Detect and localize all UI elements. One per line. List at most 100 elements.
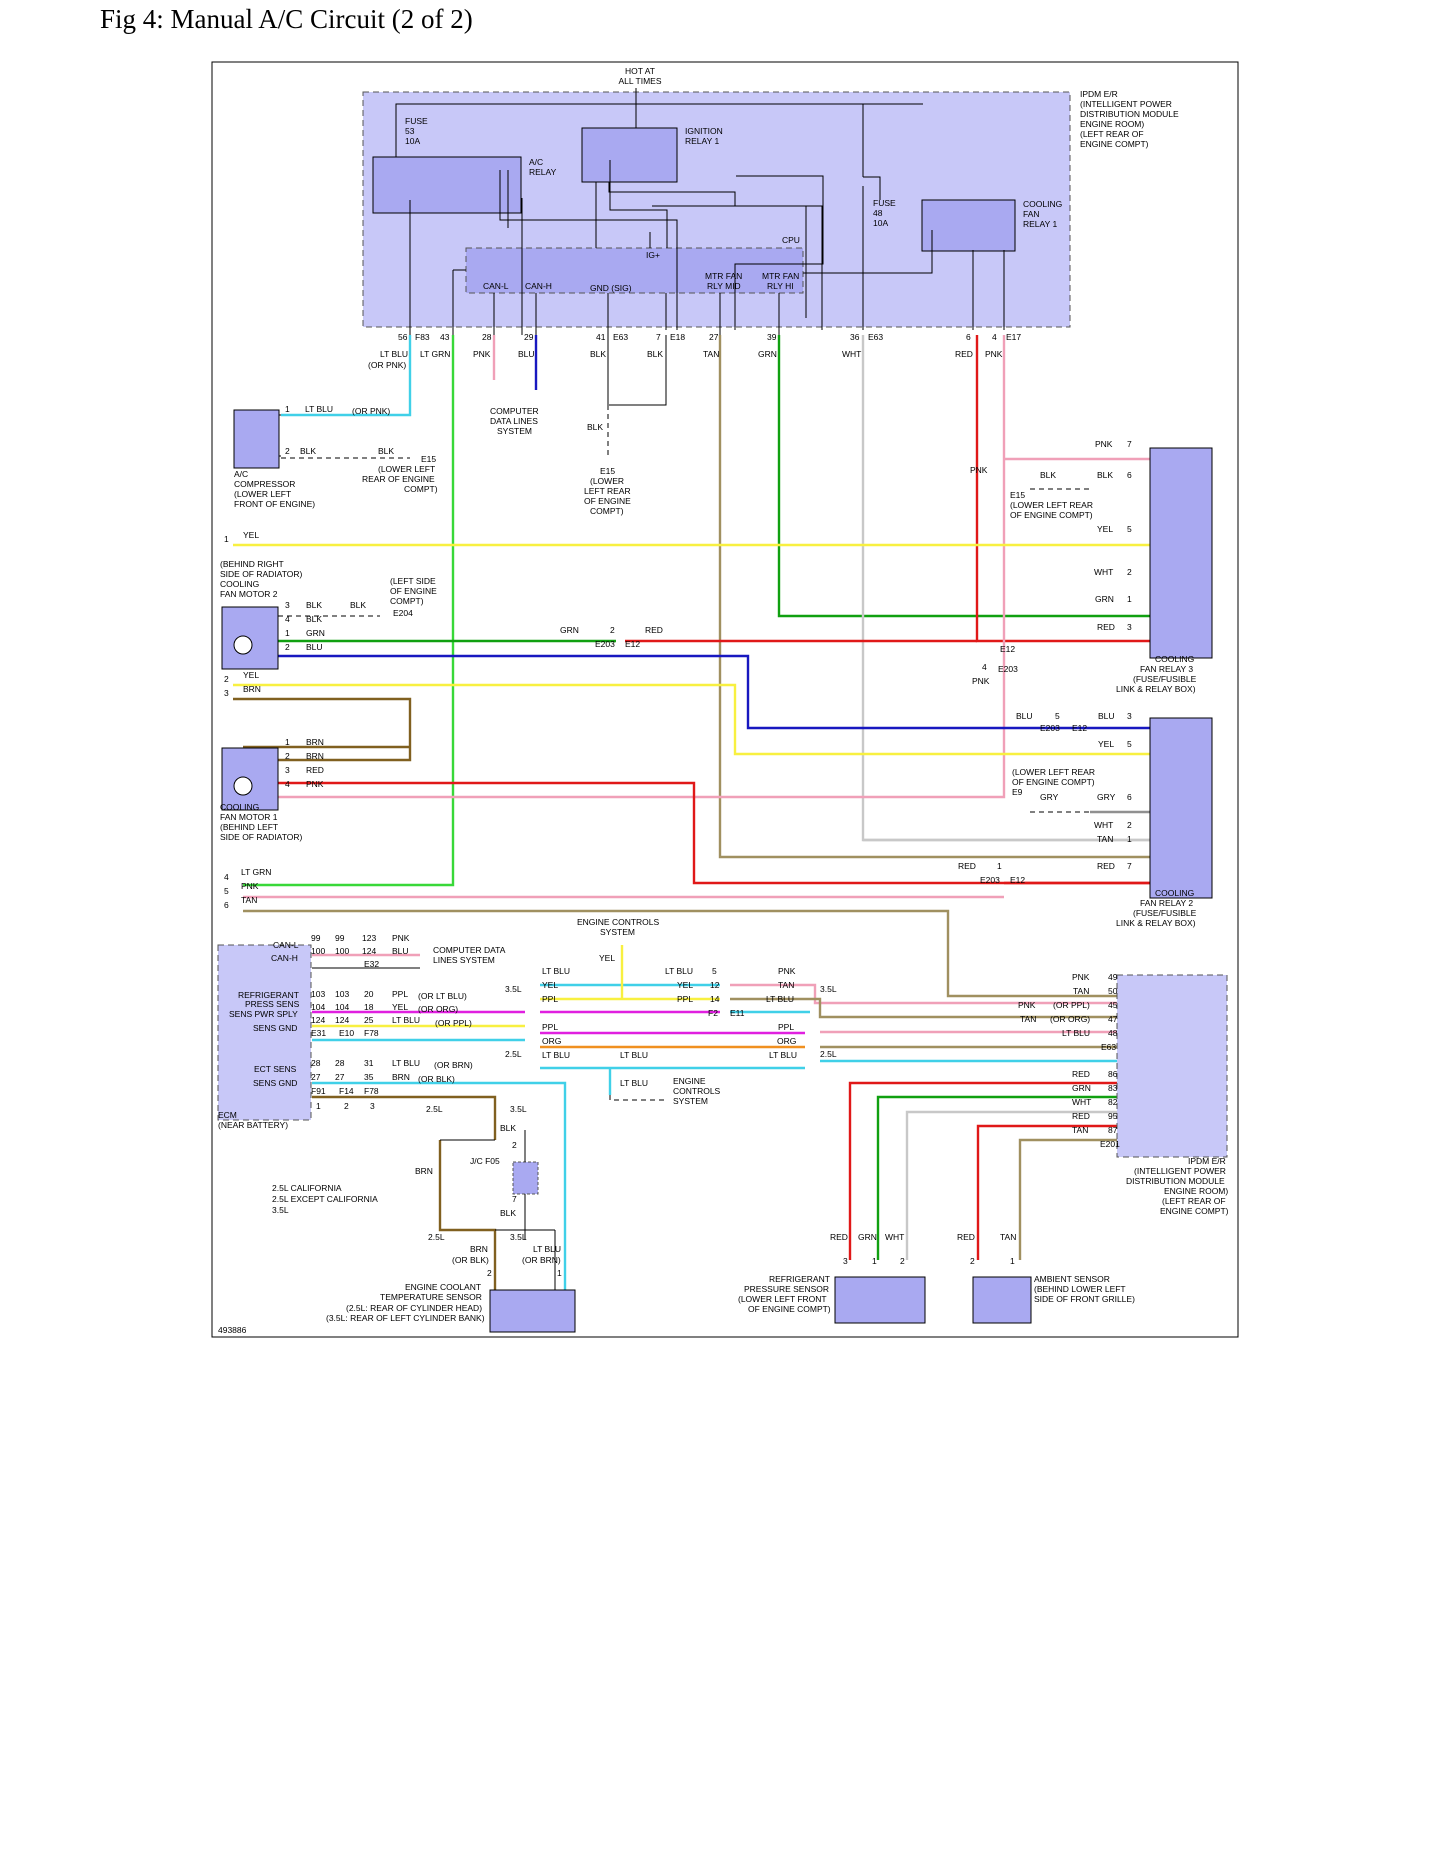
svg-text:RED: RED xyxy=(955,349,973,359)
svg-text:(INTELLIGENT POWER: (INTELLIGENT POWER xyxy=(1080,99,1172,109)
svg-text:E12: E12 xyxy=(1072,723,1087,733)
svg-text:COMPT): COMPT) xyxy=(404,484,438,494)
svg-text:(OR BRN): (OR BRN) xyxy=(522,1255,561,1265)
relay2-labels: BLU 5 E203 E12 BLU 3 YEL 5 (LOWER LEFT R… xyxy=(958,711,1197,928)
wire-ltgrn xyxy=(243,335,455,887)
svg-text:PNK: PNK xyxy=(778,966,796,976)
svg-text:FAN RELAY 3: FAN RELAY 3 xyxy=(1140,664,1193,674)
svg-text:OF ENGINE: OF ENGINE xyxy=(584,496,631,506)
mid-connector-labels: GRN 2 RED E203 E12 xyxy=(560,625,663,649)
svg-text:GRN: GRN xyxy=(1095,594,1114,604)
wire-tan-6 xyxy=(243,909,1117,998)
svg-text:3: 3 xyxy=(224,688,229,698)
svg-text:LT BLU: LT BLU xyxy=(766,994,794,1004)
svg-text:(OR ORG): (OR ORG) xyxy=(418,1004,458,1014)
svg-text:GRN: GRN xyxy=(560,625,579,635)
svg-text:50: 50 xyxy=(1108,986,1118,996)
svg-text:TAN: TAN xyxy=(1020,1014,1036,1024)
jc-f05 xyxy=(512,1161,539,1195)
svg-text:3: 3 xyxy=(370,1101,375,1111)
svg-text:MTR FAN: MTR FAN xyxy=(762,271,799,281)
svg-text:2.5L EXCEPT CALIFORNIA: 2.5L EXCEPT CALIFORNIA xyxy=(272,1194,378,1204)
svg-text:TAN: TAN xyxy=(241,895,257,905)
svg-text:(LOWER LEFT FRONT: (LOWER LEFT FRONT xyxy=(738,1294,827,1304)
svg-text:E15: E15 xyxy=(1010,490,1025,500)
svg-text:ECT SENS: ECT SENS xyxy=(254,1064,297,1074)
svg-text:GRY: GRY xyxy=(1040,792,1059,802)
svg-text:BLK: BLK xyxy=(587,422,603,432)
svg-text:5: 5 xyxy=(712,966,717,976)
svg-text:CONTROLS: CONTROLS xyxy=(673,1086,721,1096)
svg-text:BLK: BLK xyxy=(350,600,366,610)
ecm-module xyxy=(217,944,312,1121)
svg-text:2: 2 xyxy=(1127,567,1132,577)
relay3-labels: PNK 7 PNK BLK BLK 6 E15 (LOWER LEFT REAR… xyxy=(970,439,1197,694)
svg-text:28: 28 xyxy=(311,1058,321,1068)
svg-text:SYSTEM: SYSTEM xyxy=(497,426,532,436)
svg-text:E31: E31 xyxy=(311,1028,326,1038)
svg-text:YEL: YEL xyxy=(1098,739,1114,749)
svg-text:47: 47 xyxy=(1108,1014,1118,1024)
svg-text:BLK: BLK xyxy=(590,349,606,359)
svg-text:48: 48 xyxy=(1108,1028,1118,1038)
svg-text:COMPT): COMPT) xyxy=(390,596,424,606)
svg-text:WHT: WHT xyxy=(1094,567,1113,577)
svg-text:2: 2 xyxy=(970,1256,975,1266)
svg-text:LINK & RELAY BOX): LINK & RELAY BOX) xyxy=(1116,684,1196,694)
svg-text:TAN: TAN xyxy=(1073,986,1089,996)
svg-text:LT BLU: LT BLU xyxy=(1062,1028,1090,1038)
svg-text:CAN-H: CAN-H xyxy=(271,953,298,963)
svg-text:83: 83 xyxy=(1108,1083,1118,1093)
svg-text:(OR PNK): (OR PNK) xyxy=(368,360,406,370)
svg-text:BLK: BLK xyxy=(300,446,316,456)
svg-text:(OR BRN): (OR BRN) xyxy=(434,1060,473,1070)
svg-text:104: 104 xyxy=(311,1002,325,1012)
svg-text:5: 5 xyxy=(1127,524,1132,534)
svg-text:IGNITION: IGNITION xyxy=(685,126,723,136)
ipdm-er-2 xyxy=(1116,974,1228,1158)
svg-text:RLY HI: RLY HI xyxy=(767,281,794,291)
svg-text:53: 53 xyxy=(405,126,415,136)
svg-text:7: 7 xyxy=(512,1194,517,1204)
svg-text:2.5L: 2.5L xyxy=(428,1232,445,1242)
svg-text:REFRIGERANT: REFRIGERANT xyxy=(769,1274,830,1284)
svg-text:82: 82 xyxy=(1108,1097,1118,1107)
ignition-relay-box xyxy=(581,127,678,183)
splice-labels: ENGINE CONTROLS SYSTEM YEL LT BLU YEL PP… xyxy=(505,917,837,1106)
svg-text:(FUSE/FUSIBLE: (FUSE/FUSIBLE xyxy=(1133,674,1197,684)
svg-text:AMBIENT SENSOR: AMBIENT SENSOR xyxy=(1034,1274,1110,1284)
svg-text:TEMPERATURE SENSOR: TEMPERATURE SENSOR xyxy=(380,1292,482,1302)
svg-text:E12: E12 xyxy=(1010,875,1025,885)
svg-text:RELAY: RELAY xyxy=(529,167,557,177)
svg-text:CPU: CPU xyxy=(782,235,800,245)
svg-text:45: 45 xyxy=(1108,1000,1118,1010)
svg-text:DISTRIBUTION MODULE: DISTRIBUTION MODULE xyxy=(1080,109,1179,119)
svg-text:99: 99 xyxy=(335,933,345,943)
svg-text:27: 27 xyxy=(335,1072,345,1082)
svg-text:ENGINE ROOM): ENGINE ROOM) xyxy=(1080,119,1144,129)
svg-text:43: 43 xyxy=(440,332,450,342)
svg-text:SIDE OF FRONT GRILLE): SIDE OF FRONT GRILLE) xyxy=(1034,1294,1135,1304)
svg-text:BLK: BLK xyxy=(1040,470,1056,480)
svg-text:CAN-L: CAN-L xyxy=(273,940,299,950)
svg-text:3: 3 xyxy=(1127,622,1132,632)
svg-text:PNK: PNK xyxy=(1072,972,1090,982)
wire-yel-2 xyxy=(233,683,1150,756)
svg-text:1: 1 xyxy=(1127,834,1132,844)
svg-text:LINK & RELAY BOX): LINK & RELAY BOX) xyxy=(1116,918,1196,928)
svg-text:LT BLU: LT BLU xyxy=(380,349,408,359)
svg-text:(INTELLIGENT POWER: (INTELLIGENT POWER xyxy=(1134,1166,1226,1176)
e15-mid-labels: BLK E15 (LOWER LEFT REAR OF ENGINE COMPT… xyxy=(584,422,631,516)
svg-text:F2: F2 xyxy=(708,1008,718,1018)
svg-text:REAR OF ENGINE: REAR OF ENGINE xyxy=(362,474,435,484)
svg-text:ECM: ECM xyxy=(218,1110,237,1120)
wire-pnk-4 xyxy=(243,335,1006,799)
svg-text:ORG: ORG xyxy=(777,1036,796,1046)
ect-sensor xyxy=(489,1289,576,1333)
svg-text:YEL: YEL xyxy=(243,670,259,680)
svg-text:124: 124 xyxy=(335,1015,349,1025)
svg-text:A/C: A/C xyxy=(234,469,248,479)
svg-text:BLU: BLU xyxy=(518,349,535,359)
svg-text:LT BLU: LT BLU xyxy=(620,1078,648,1088)
cooling-fan-relay-2 xyxy=(1149,717,1213,899)
